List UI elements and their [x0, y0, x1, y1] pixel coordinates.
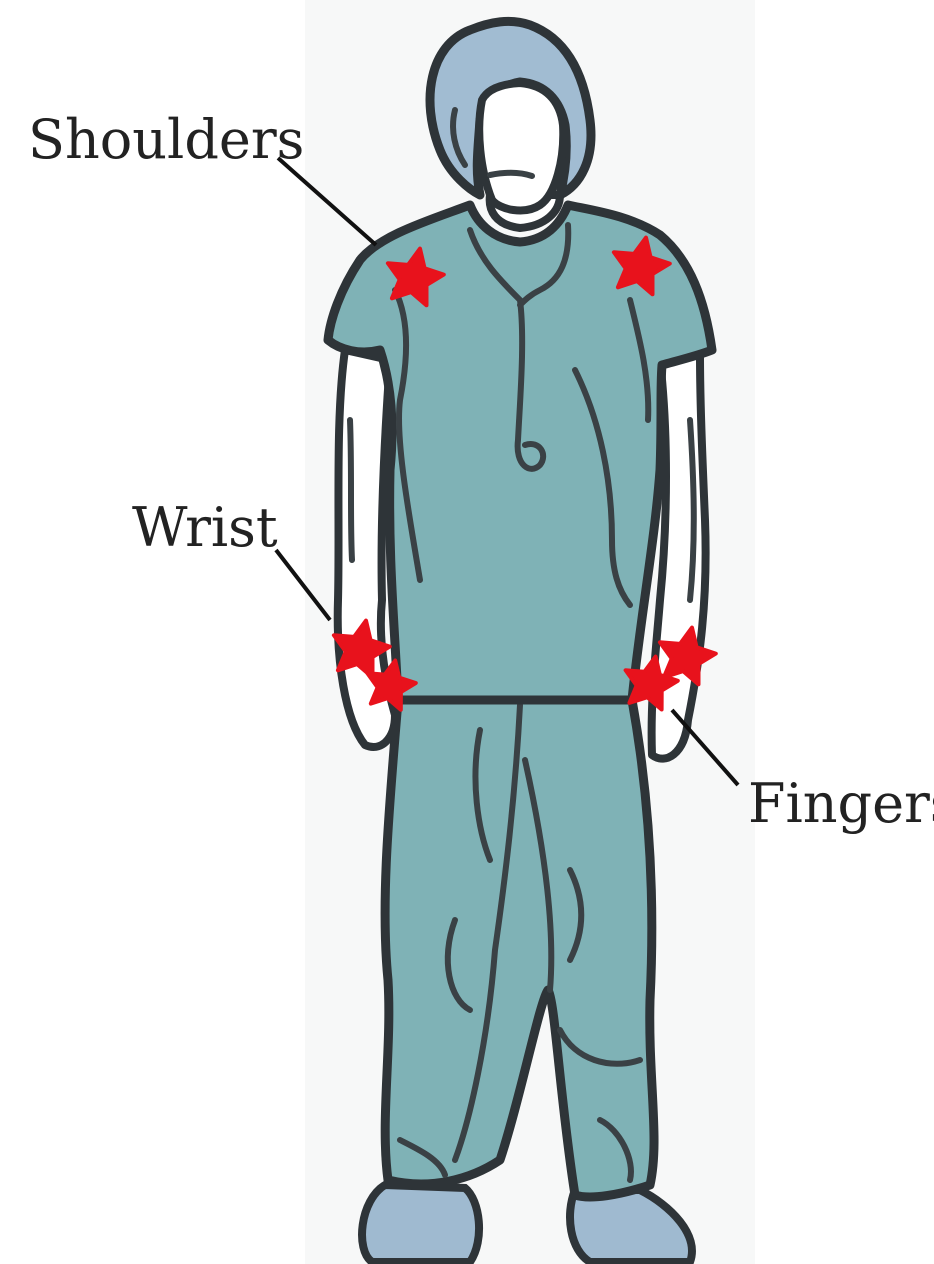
label-wrist: Wrist	[132, 496, 278, 559]
label-fingers: Fingers	[748, 772, 934, 835]
label-shoulders: Shoulders	[28, 108, 304, 171]
